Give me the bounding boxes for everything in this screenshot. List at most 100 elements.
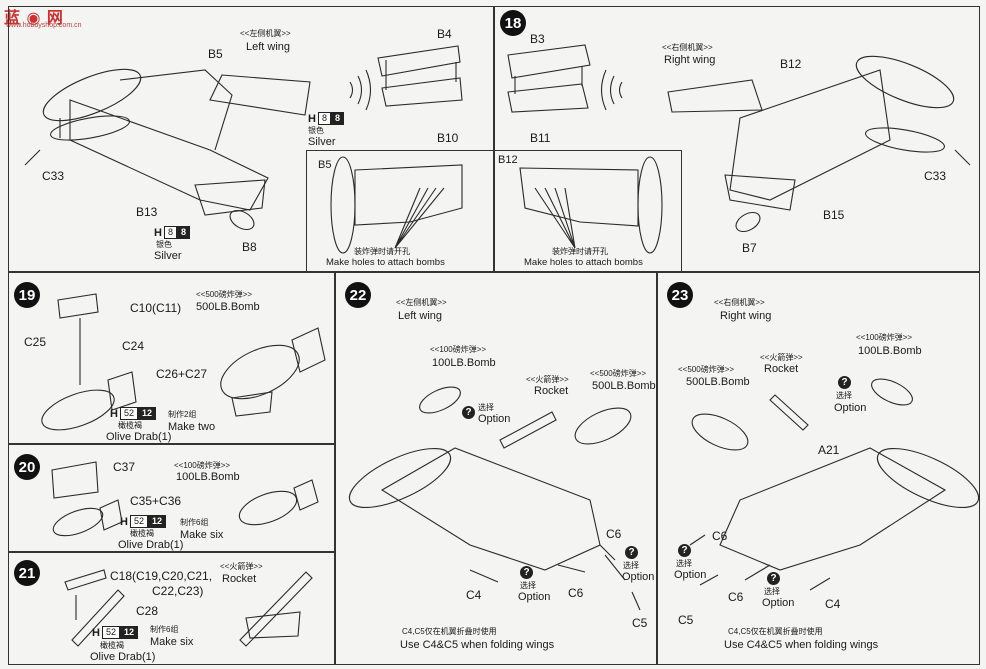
part-label: B5 bbox=[208, 47, 223, 61]
part-label: C6 bbox=[606, 527, 622, 541]
quantity-en: Make six bbox=[150, 636, 194, 648]
left-wing-drawing-17 bbox=[24, 68, 311, 231]
paint-code-silver: H 8 8 bbox=[308, 112, 344, 125]
paint-code-olive-drab: H 52 12 bbox=[110, 407, 156, 420]
quantity-cn: 制作2组 bbox=[168, 410, 197, 419]
right-wing-drawing-18 bbox=[507, 44, 971, 233]
rocket-drawing-21 bbox=[64, 569, 313, 647]
part-label: C6 bbox=[728, 590, 744, 604]
part-label: B4 bbox=[437, 27, 452, 41]
part-label: B12 bbox=[780, 57, 802, 71]
bomb-100-title-cn: <<100磅炸弹>> bbox=[430, 345, 487, 354]
step-17-title-en: Left wing bbox=[246, 41, 291, 53]
paint-h-letter: H bbox=[110, 407, 118, 420]
left-wing-drawing-22 bbox=[348, 386, 641, 611]
paint-name-cn: 橄榄褐 bbox=[118, 421, 142, 430]
flap-drawing-17 bbox=[349, 45, 463, 111]
part-label: C28 bbox=[136, 604, 159, 618]
step-21-title-en: Rocket bbox=[222, 573, 257, 585]
step-number-badge: 18 bbox=[500, 10, 526, 36]
bomb-100-title-en: 100LB.Bomb bbox=[432, 357, 496, 369]
part-label: C4 bbox=[825, 597, 841, 611]
option-en: Option bbox=[518, 591, 551, 603]
watermark-url: www.hobbyshop.com.cn bbox=[6, 22, 82, 29]
step-20-title-cn: <<100磅炸弹>> bbox=[174, 461, 231, 470]
paint-h-letter: H bbox=[92, 626, 100, 639]
quantity-cn: 制作6组 bbox=[150, 625, 179, 634]
paint-h-letter: H bbox=[120, 515, 128, 528]
inset-part-label: B5 bbox=[318, 159, 332, 171]
step-22-panel bbox=[335, 272, 657, 665]
inset-part-label: B12 bbox=[498, 154, 518, 166]
option-icon: ? bbox=[462, 406, 475, 419]
step-23-title-en: Right wing bbox=[720, 310, 772, 322]
quantity-en: Make two bbox=[168, 421, 216, 433]
step-number-badge: 22 bbox=[345, 282, 371, 308]
part-label: C33 bbox=[42, 169, 65, 183]
bomb-100-title-cn: <<100磅炸弹>> bbox=[856, 333, 913, 342]
paint-code-alt: 12 bbox=[119, 626, 138, 639]
paint-h-letter: H bbox=[308, 112, 316, 125]
part-label: C5 bbox=[632, 616, 648, 630]
step-17-title-cn: <<左侧机翼>> bbox=[240, 29, 291, 38]
part-label: B10 bbox=[437, 131, 459, 145]
bomb-500-drawing-19 bbox=[41, 293, 326, 431]
rocket-title-cn: <<火箭弹>> bbox=[760, 353, 803, 362]
bomb-500-title-cn: <<500磅炸弹>> bbox=[590, 369, 647, 378]
paint-code-alt: 8 bbox=[176, 226, 190, 239]
part-label: B11 bbox=[530, 131, 551, 145]
part-label: C35+C36 bbox=[130, 494, 182, 508]
folding-note-en: Use C4&C5 when folding wings bbox=[400, 639, 555, 651]
part-label: C6 bbox=[568, 586, 584, 600]
part-label: C10(C11) bbox=[130, 301, 182, 315]
folding-note-cn: C4,C5仅在机翼折叠时使用 bbox=[402, 627, 497, 636]
paint-h-letter: H bbox=[154, 226, 162, 239]
step-19-title-en: 500LB.Bomb bbox=[196, 301, 260, 313]
part-label: C25 bbox=[24, 335, 47, 349]
inset-wing-b12 bbox=[519, 156, 663, 254]
paint-code-h: 52 bbox=[119, 407, 138, 420]
paint-name-cn: 银色 bbox=[308, 126, 324, 135]
option-cn: 选择 bbox=[764, 587, 780, 596]
step-19-title-cn: <<500磅炸弹>> bbox=[196, 290, 253, 299]
part-label: C26+C27 bbox=[156, 367, 208, 381]
paint-code-h: 8 bbox=[163, 226, 177, 239]
rocket-title-cn: <<火箭弹>> bbox=[526, 375, 569, 384]
step-number-badge: 19 bbox=[14, 282, 40, 308]
watermark-logo: 蓝 ◉ 网 www.hobbyshop.com.cn bbox=[4, 4, 81, 29]
paint-name-cn: 银色 bbox=[156, 240, 172, 249]
inset-note-en: Make holes to attach bombs bbox=[524, 257, 643, 268]
right-wing-drawing-23 bbox=[689, 378, 980, 591]
part-label: B7 bbox=[742, 241, 757, 255]
paint-name-cn: 橄榄褐 bbox=[100, 641, 124, 650]
option-cn: 选择 bbox=[520, 581, 536, 590]
option-cn: 选择 bbox=[478, 403, 494, 412]
step-22-title-en: Left wing bbox=[398, 310, 443, 322]
paint-code-silver: H 8 8 bbox=[154, 226, 190, 239]
paint-code-alt: 12 bbox=[147, 515, 166, 528]
step-21-panel bbox=[8, 552, 335, 665]
part-label: C18(C19,C20,C21, bbox=[110, 569, 213, 583]
step-17-panel bbox=[8, 6, 494, 272]
part-label: C33 bbox=[924, 169, 947, 183]
step-20-title-en: 100LB.Bomb bbox=[176, 471, 240, 483]
rocket-title-en: Rocket bbox=[764, 363, 799, 375]
step-23-panel bbox=[657, 272, 980, 665]
part-label: B13 bbox=[136, 205, 158, 219]
option-en: Option bbox=[762, 597, 795, 609]
paint-name-en: Olive Drab(1) bbox=[90, 651, 156, 663]
paint-code-alt: 12 bbox=[137, 407, 156, 420]
part-label: C6 bbox=[712, 529, 728, 543]
bomb-holes-inset-panel bbox=[306, 150, 682, 272]
step-20-panel bbox=[8, 444, 335, 552]
inset-note-en: Make holes to attach bombs bbox=[326, 257, 445, 268]
step-18-title-cn: <<右侧机翼>> bbox=[662, 43, 713, 52]
folding-note-en: Use C4&C5 when folding wings bbox=[724, 639, 879, 651]
paint-name-en: Silver bbox=[154, 250, 182, 262]
paint-name-en: Olive Drab(1) bbox=[106, 431, 172, 443]
part-label: C37 bbox=[113, 460, 136, 474]
step-19-panel bbox=[8, 272, 335, 444]
option-en: Option bbox=[622, 571, 655, 583]
quantity-en: Make six bbox=[180, 529, 224, 541]
